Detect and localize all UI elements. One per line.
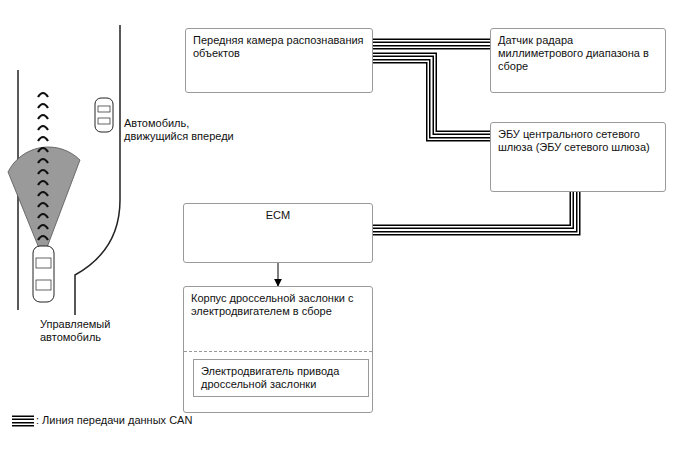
legend-sample xyxy=(12,421,34,422)
box-label: Электродвигатель привода дроссельной зас… xyxy=(201,365,361,391)
own-vehicle xyxy=(33,246,54,302)
gateway-box: ЭБУ центрального сетевого шлюза (ЭБУ сет… xyxy=(490,122,666,192)
vehicle-label: Управляемый автомобиль xyxy=(40,318,150,344)
motor-box: Электродвигатель привода дроссельной зас… xyxy=(193,359,369,397)
ecu-box: Передняя камера распознавания объектов xyxy=(185,28,373,93)
can-bus-line xyxy=(373,192,575,230)
box-label: ECM xyxy=(191,209,365,222)
vehicle-label: Автомобиль, движущийся впереди xyxy=(124,117,234,143)
sensor-box: Датчик радара миллиметрового диапазона в… xyxy=(490,28,666,93)
legend-text: : Линия передачи данных CAN xyxy=(36,414,192,427)
can-bus-line xyxy=(373,44,490,45)
control-arrow xyxy=(278,263,279,286)
lead-vehicle xyxy=(95,98,113,132)
box-label: ЭБУ центрального сетевого шлюза (ЭБУ сет… xyxy=(498,128,658,154)
road-line xyxy=(75,25,120,315)
ecm-box: ECM xyxy=(183,203,373,263)
box-label: Корпус дроссельной заслонки с электродви… xyxy=(191,292,365,318)
can-bus-line xyxy=(373,58,490,136)
box-label: Датчик радара миллиметрового диапазона в… xyxy=(498,34,658,74)
sensor-cone xyxy=(8,147,80,258)
divider-line xyxy=(184,351,372,352)
assembly-box: Корпус дроссельной заслонки с электродви… xyxy=(183,286,373,413)
travel-chevrons xyxy=(38,93,48,251)
box-label: Передняя камера распознавания объектов xyxy=(193,34,365,60)
